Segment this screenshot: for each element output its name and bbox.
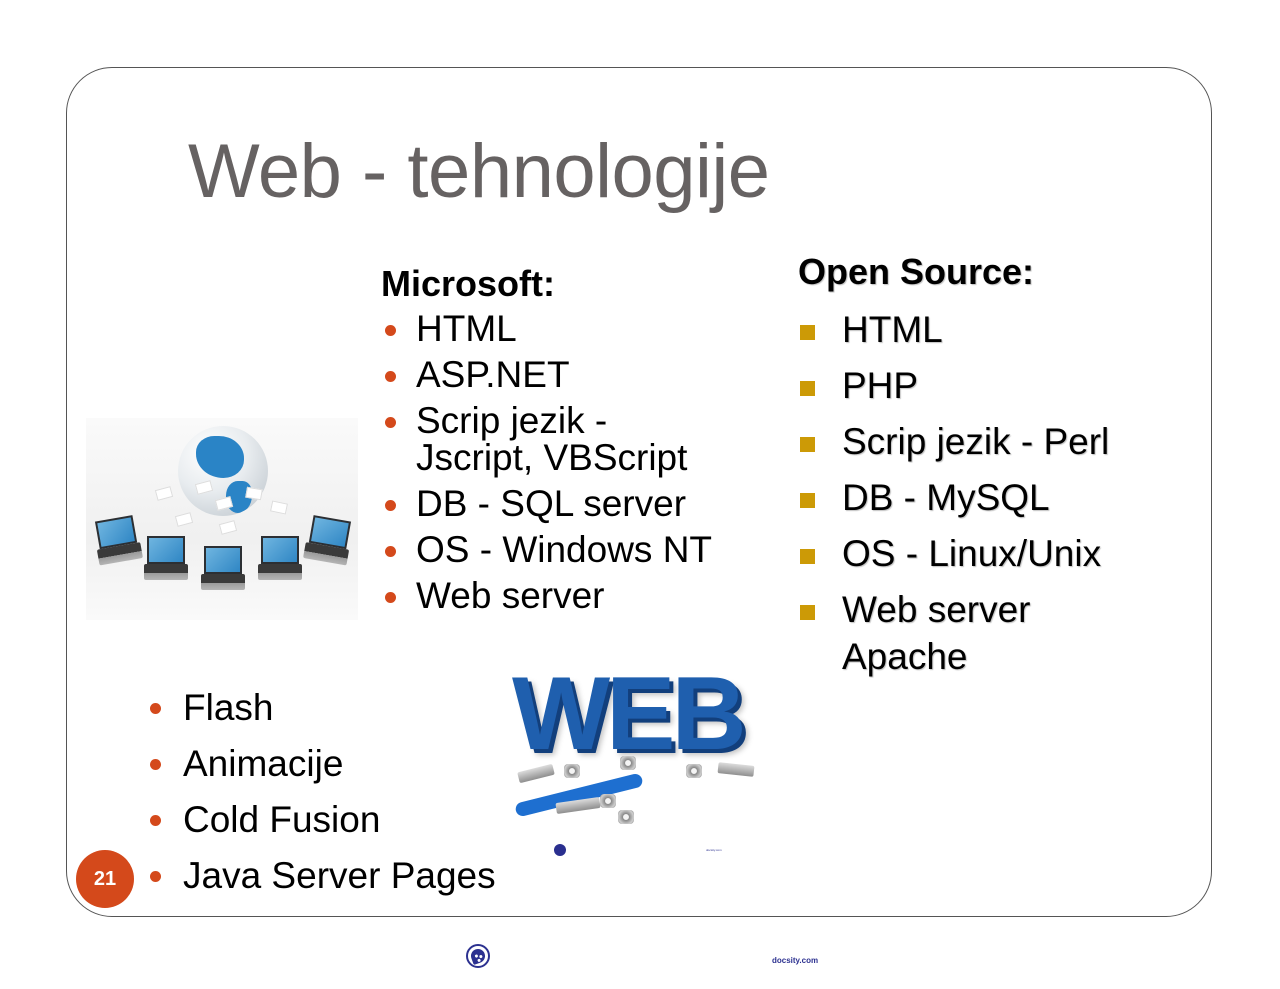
- list-item: Scrip jezik - Jscript, VBScript: [381, 402, 712, 476]
- list-item: HTML: [381, 310, 712, 347]
- laptop-icon: [302, 515, 354, 572]
- laptop-icon: [144, 536, 188, 586]
- bullet-dot-icon: [150, 871, 161, 882]
- laptop-icon: [92, 515, 144, 572]
- open-source-heading: Open Source:: [798, 251, 1035, 292]
- list-item: OS - Linux/Unix: [798, 530, 1109, 577]
- bullet-dot-icon: [385, 371, 396, 382]
- bullet-dot-icon: [150, 759, 161, 770]
- list-item: Scrip jezik - Perl: [798, 418, 1109, 465]
- bullet-dot-icon: [150, 703, 161, 714]
- bullet-square-icon: [800, 325, 815, 340]
- web-illustration: WEB docsity.com: [506, 656, 776, 856]
- web-3d-letters: WEB: [512, 656, 747, 772]
- list-item: PHP: [798, 362, 1109, 409]
- laptop-icon: [258, 536, 302, 586]
- microsoft-heading: Microsoft:: [381, 263, 555, 304]
- list-item: Cold Fusion: [146, 796, 496, 844]
- list-item: OS - Windows NT: [381, 531, 712, 568]
- other-technologies-list: Flash Animacije Cold Fusion Java Server …: [146, 684, 496, 908]
- bullet-dot-icon: [150, 815, 161, 826]
- list-item: Java Server Pages: [146, 852, 496, 900]
- slide-title: Web - tehnologije: [188, 129, 770, 214]
- footer-link[interactable]: docsity.com: [772, 956, 819, 965]
- bullet-square-icon: [800, 381, 815, 396]
- bullet-dot-icon: [385, 592, 396, 603]
- bullet-square-icon: [800, 605, 815, 620]
- bullet-dot-icon: [385, 417, 396, 428]
- list-item: Animacije: [146, 740, 496, 788]
- bullet-square-icon: [800, 493, 815, 508]
- docsity-logo-icon: [554, 844, 566, 856]
- microsoft-list: HTML ASP.NET Scrip jezik - Jscript, VBSc…: [381, 310, 712, 614]
- list-item: Web server Apache: [798, 586, 1109, 680]
- network-illustration: [86, 418, 358, 620]
- laptop-icon: [201, 546, 245, 596]
- open-source-column: Open Source: HTML PHP Scrip jezik - Perl…: [798, 252, 1109, 689]
- slide-frame: [66, 67, 1212, 917]
- bullet-square-icon: [800, 437, 815, 452]
- bullet-dot-icon: [385, 546, 396, 557]
- bullet-dot-icon: [385, 500, 396, 511]
- list-item: DB - MySQL: [798, 474, 1109, 521]
- web-caption: docsity.com: [706, 848, 722, 852]
- bullet-square-icon: [800, 549, 815, 564]
- list-item: Web server: [381, 577, 712, 614]
- open-source-list: HTML PHP Scrip jezik - Perl DB - MySQL O…: [798, 306, 1109, 680]
- bullet-dot-icon: [385, 325, 396, 336]
- page-number-badge: 21: [76, 850, 134, 908]
- list-item: DB - SQL server: [381, 485, 712, 522]
- microsoft-column: Microsoft: HTML ASP.NET Scrip jezik - Js…: [381, 264, 712, 623]
- list-item: HTML: [798, 306, 1109, 353]
- list-item: Flash: [146, 684, 496, 732]
- list-item: ASP.NET: [381, 356, 712, 393]
- docsity-logo-icon[interactable]: [466, 944, 490, 968]
